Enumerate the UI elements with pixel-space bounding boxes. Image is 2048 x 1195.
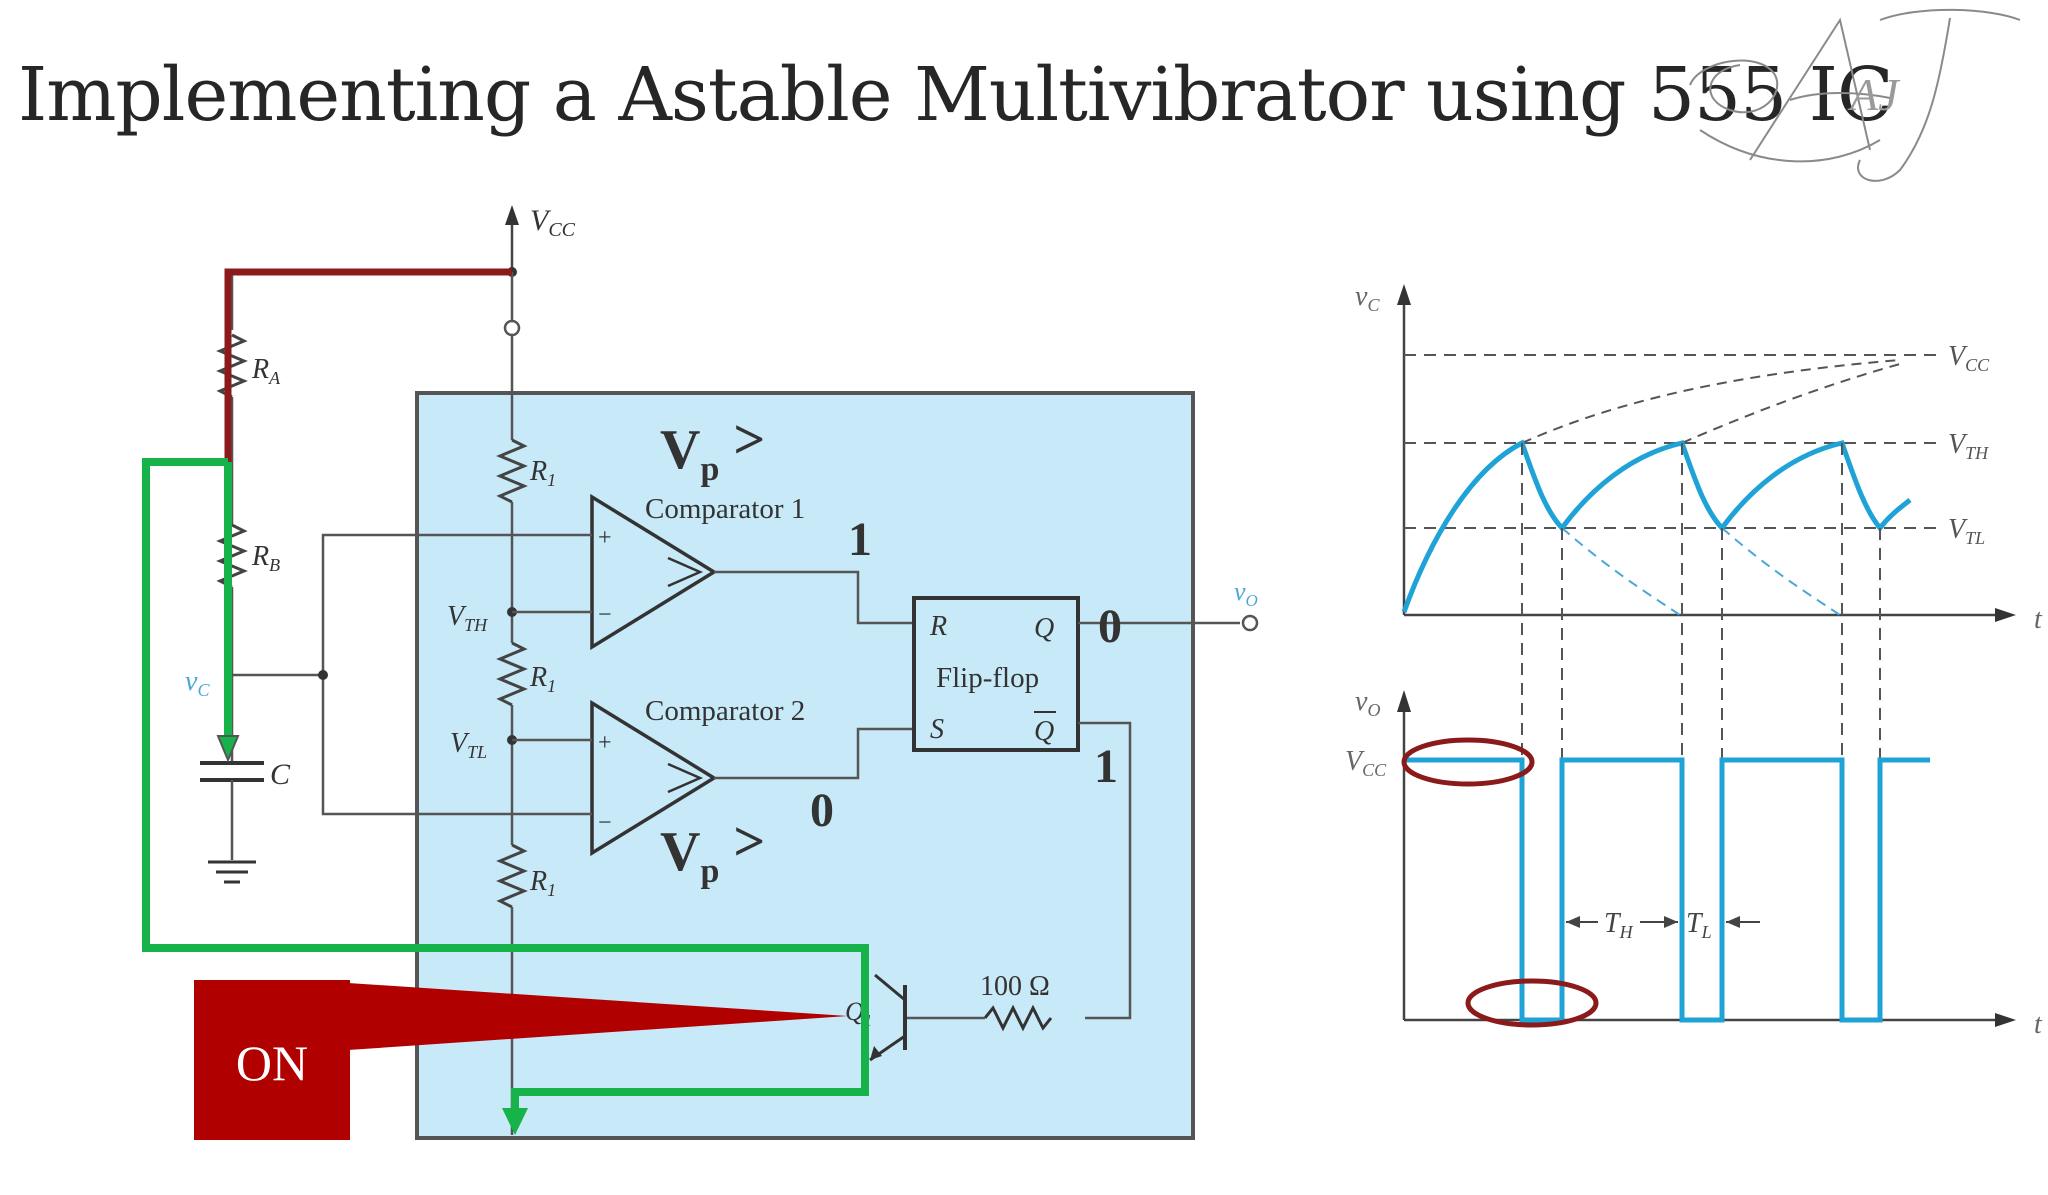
vc-waveform xyxy=(1401,439,1912,613)
svg-text:Q: Q xyxy=(1034,716,1054,747)
vcc-label: VCC xyxy=(530,204,576,241)
green-arrowhead-c xyxy=(216,735,240,763)
vth-ref-label: VTH xyxy=(1948,429,1989,463)
vcc-ref-label: VCC xyxy=(1948,341,1990,375)
top-x-label: t xyxy=(2034,604,2043,635)
on-callout-label: ON xyxy=(236,1035,308,1091)
comparator1-label: Comparator 1 xyxy=(645,493,805,525)
circuit-diagram: VCC R1 VTH R1 VTL R1 + − Compa xyxy=(142,204,1259,1140)
r1-bottom-resistor xyxy=(496,843,528,909)
q-output-value: 0 xyxy=(1098,600,1122,653)
ra-label: RA xyxy=(251,354,281,388)
vo-label: vO xyxy=(1234,577,1258,610)
capacitor-label: C xyxy=(270,758,291,791)
resistor-100 xyxy=(983,1004,1053,1032)
green-arrowhead-gnd xyxy=(502,1108,528,1135)
r1-mid-resistor xyxy=(496,641,528,707)
svg-text:−: − xyxy=(598,602,612,628)
comparator2-label: Comparator 2 xyxy=(645,695,805,727)
flipflop-block xyxy=(912,596,1080,752)
vc-label: vC xyxy=(185,666,210,700)
rb-label: RB xyxy=(251,541,280,575)
svg-text:R: R xyxy=(929,611,947,642)
svg-text:+: + xyxy=(598,730,612,756)
vo-waveform xyxy=(1404,757,1930,1023)
low-state-highlight xyxy=(1465,978,1599,1028)
svg-text:+: + xyxy=(598,525,612,551)
ra-resistor xyxy=(216,333,248,399)
vcc-arrowhead xyxy=(505,205,519,225)
vp-annotation-1: Vp > xyxy=(660,409,765,488)
r1-top-resistor xyxy=(496,438,528,504)
comp2-output-value: 0 xyxy=(810,784,834,837)
bottom-y-label: vO xyxy=(1355,686,1380,720)
vtl-node-label: VTL xyxy=(450,728,487,762)
svg-text:R1: R1 xyxy=(529,662,556,696)
logo-icon: AJ xyxy=(1689,8,2021,182)
on-callout-box xyxy=(194,980,350,1140)
flipflop-label: Flip-flop xyxy=(936,662,1039,694)
qbar-output-value: 1 xyxy=(1094,740,1118,793)
comparator1-symbol xyxy=(590,493,718,651)
comp1-output-value: 1 xyxy=(848,513,872,566)
vc-node xyxy=(318,670,328,680)
svg-text:Q: Q xyxy=(1034,613,1054,644)
svg-text:−: − xyxy=(598,810,612,836)
discharge-path-green xyxy=(142,458,869,1115)
svg-text:R1: R1 xyxy=(529,456,556,490)
high-state-highlight xyxy=(1401,737,1535,787)
charge-path-red xyxy=(224,268,512,470)
resistor-100-label: 100 Ω xyxy=(980,971,1050,1002)
logo-text: AJ xyxy=(1847,69,1901,120)
vtl-ref-label: VTL xyxy=(1948,514,1985,548)
svg-text:R1: R1 xyxy=(529,866,556,900)
slide-title: Implementing a Astable Multivibrator usi… xyxy=(18,52,1894,138)
svg-text:S: S xyxy=(930,714,944,745)
vth-node-label: VTH xyxy=(447,601,488,635)
top-y-label: vC xyxy=(1355,281,1380,315)
waveform-diagram: vC t VCC VTH VTL xyxy=(1345,281,2043,1040)
vo-pin xyxy=(1241,614,1259,632)
tl-label: TL xyxy=(1686,908,1712,942)
bottom-vcc-label: VCC xyxy=(1345,746,1387,780)
on-callout-pointer xyxy=(348,983,848,1050)
comparator2-symbol xyxy=(590,699,718,857)
vp-annotation-2: Vp > xyxy=(660,811,765,890)
vcc-pin xyxy=(503,319,521,337)
th-label: TH xyxy=(1604,908,1634,942)
bottom-x-label: t xyxy=(2034,1009,2043,1040)
